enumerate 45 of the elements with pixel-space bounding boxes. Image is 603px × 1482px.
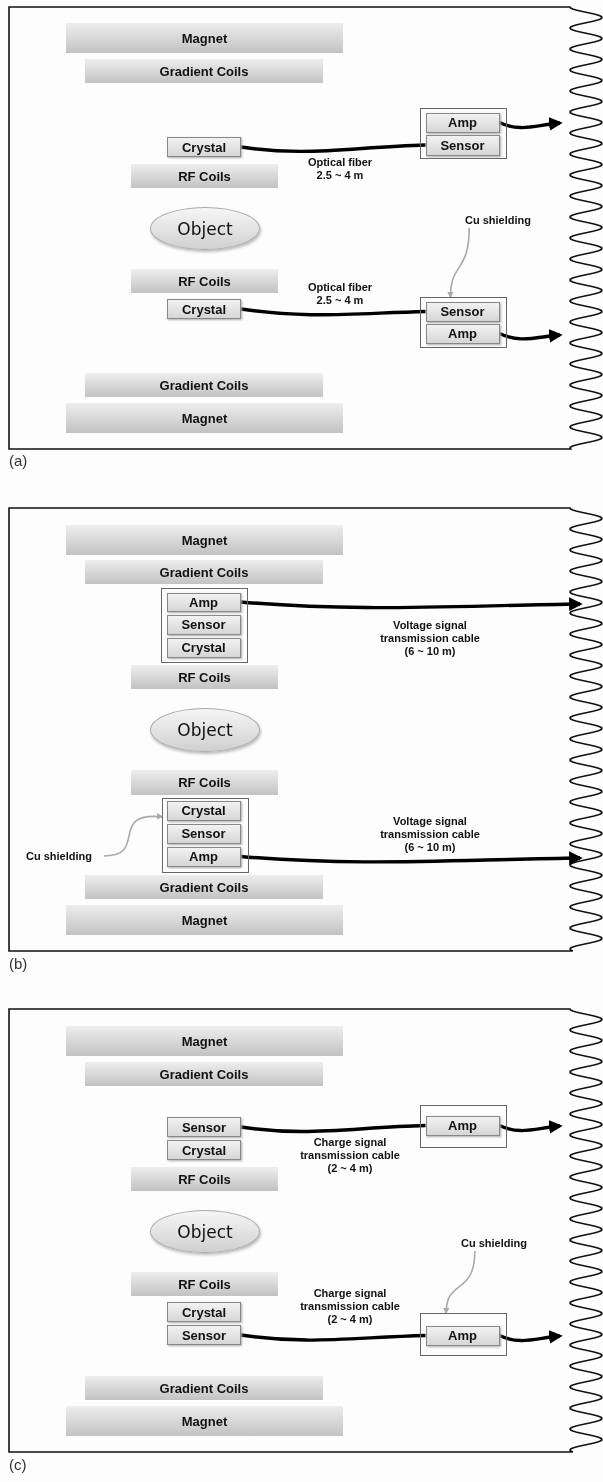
- cable-arrow: [498, 1330, 563, 1344]
- panel-label: (a): [9, 452, 28, 469]
- component-bar: RF Coils: [131, 665, 278, 689]
- module-box: Sensor: [167, 1325, 241, 1345]
- component-bar: Magnet: [66, 1026, 343, 1056]
- component-bar: Gradient Coils: [85, 1376, 323, 1400]
- cable-arrow: [240, 597, 583, 611]
- shielding-box: [420, 297, 507, 348]
- component-bar: RF Coils: [131, 1167, 278, 1191]
- component-bar: RF Coils: [131, 1272, 278, 1296]
- component-bar: RF Coils: [131, 164, 278, 188]
- component-bar: Gradient Coils: [85, 1062, 323, 1086]
- shielding-box: [420, 1313, 507, 1356]
- module-box: Crystal: [167, 299, 241, 319]
- cable-arrow: [240, 851, 583, 865]
- component-bar: Gradient Coils: [85, 373, 323, 397]
- cable-arrow: [498, 117, 563, 131]
- callout-text: Cu shielding: [14, 848, 104, 864]
- module-box: Crystal: [167, 137, 241, 157]
- leader-line: [447, 227, 470, 299]
- shielding-box: [161, 588, 248, 663]
- leader-line: [443, 1250, 476, 1315]
- component-bar: Magnet: [66, 1406, 343, 1436]
- module-box: Crystal: [167, 1140, 241, 1160]
- module-box: Crystal: [167, 1302, 241, 1322]
- cable-arrow: [498, 1120, 563, 1134]
- component-bar: Gradient Coils: [85, 875, 323, 899]
- component-bar: Gradient Coils: [85, 560, 323, 584]
- module-box: Sensor: [167, 1117, 241, 1137]
- component-bar: Magnet: [66, 525, 343, 555]
- component-bar: Magnet: [66, 905, 343, 935]
- cable-arrow: [498, 329, 563, 343]
- component-bar: RF Coils: [131, 770, 278, 795]
- callout-text: Cu shielding: [446, 1235, 542, 1251]
- shielding-box: [420, 1105, 507, 1148]
- leader-line: [103, 813, 164, 857]
- callout-text: Cu shielding: [450, 212, 546, 228]
- component-bar: Magnet: [66, 403, 343, 433]
- component-bar: Gradient Coils: [85, 59, 323, 83]
- panel-label: (b): [9, 955, 28, 972]
- shielding-box: [162, 798, 249, 873]
- panel-label: (c): [9, 1456, 27, 1473]
- shielding-box: [420, 108, 507, 159]
- component-bar: RF Coils: [131, 269, 278, 293]
- component-bar: Magnet: [66, 23, 343, 53]
